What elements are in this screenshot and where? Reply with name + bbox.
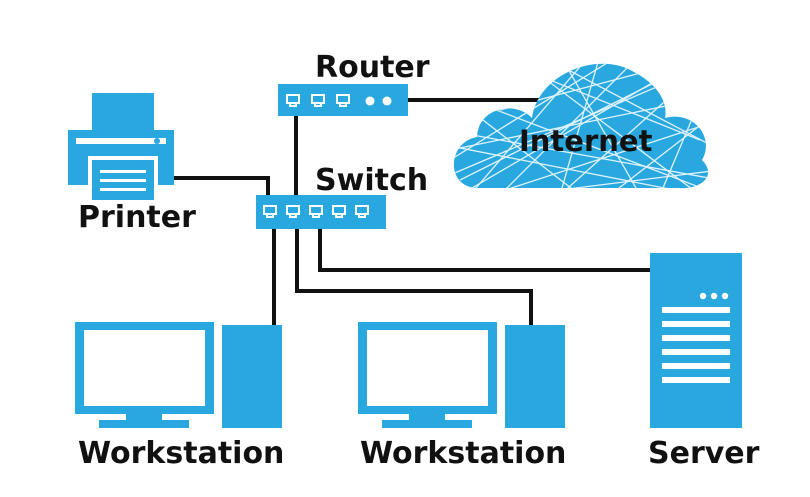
printer-icon [68, 93, 174, 200]
cable-switch-workstation-2 [295, 220, 533, 342]
printer-label: Printer [78, 200, 196, 235]
workstation-1-label: Workstation [78, 436, 285, 471]
internet-label: Internet [519, 124, 653, 158]
router-icon [278, 84, 408, 116]
cables [170, 98, 650, 342]
workstation-2-label: Workstation [360, 436, 567, 471]
server-icon [650, 253, 742, 428]
router-label: Router [315, 50, 430, 85]
server-label: Server [648, 436, 760, 471]
switch-icon [256, 195, 386, 229]
cable-switch-server [318, 220, 650, 272]
workstation-1-icon [75, 322, 282, 428]
workstation-2-icon [358, 322, 565, 428]
switch-label: Switch [315, 163, 429, 198]
